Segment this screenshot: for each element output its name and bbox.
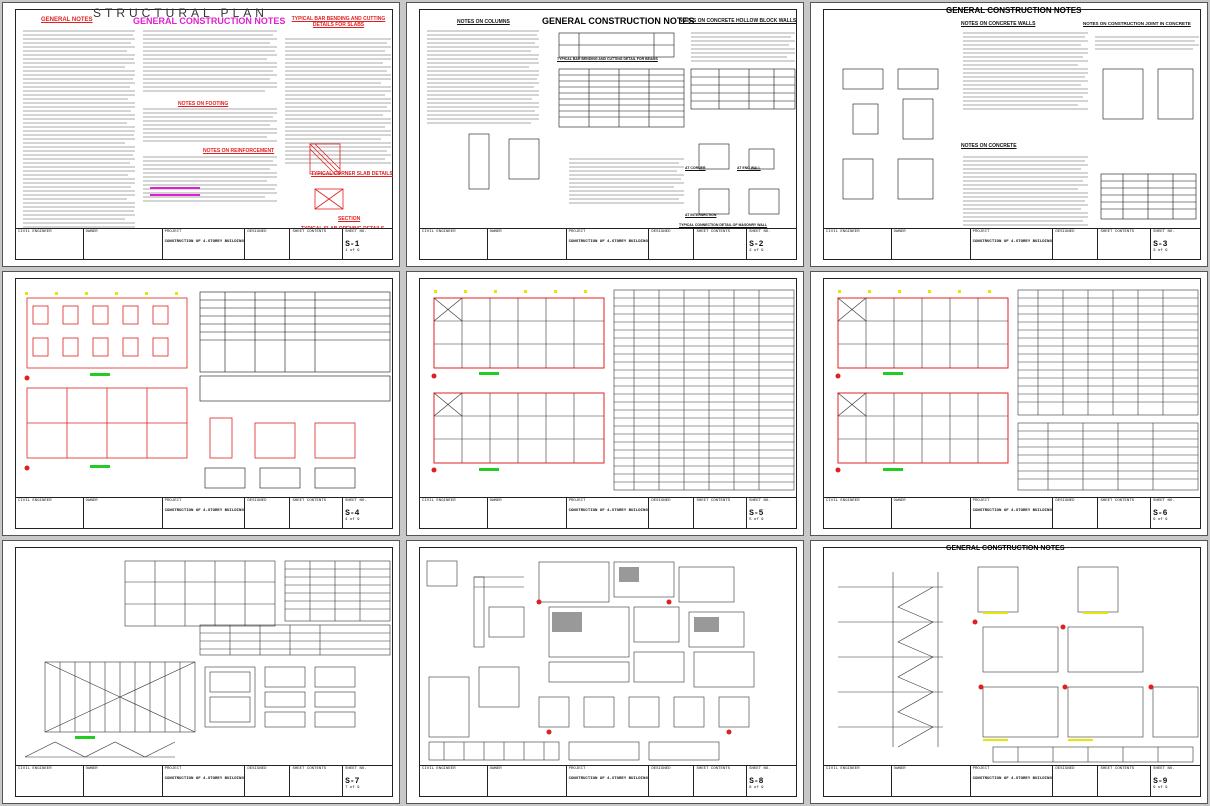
footing-notes-heading: NOTES ON FOOTING: [178, 101, 229, 107]
general-construction-notes-heading: GENERAL CONSTRUCTION NOTES: [133, 16, 286, 26]
framing-plan-art: [835, 289, 1199, 491]
masonry-connection-heading: TYPICAL CONNECTION DETAIL OF MASONRY WAL…: [679, 223, 768, 227]
beam-bending-heading: TYPICAL BAR BENDING AND CUTTING DETAIL F…: [557, 57, 658, 61]
project-name: CONSTRUCTION OF 4-STOREY BUILDING: [972, 509, 1052, 513]
sheet-number: S-6: [1153, 509, 1168, 518]
sheet-number: S-5: [749, 509, 764, 518]
sheet-number: S-9: [1153, 777, 1168, 786]
concrete-notes-heading: NOTES ON CONCRETE: [961, 143, 1017, 149]
sheet-number: S-1: [345, 240, 360, 249]
project-name: CONSTRUCTION OF 4-STOREY BUILDING: [568, 777, 648, 781]
sheet-number: S-4: [345, 509, 360, 518]
notes-text-art: [23, 30, 391, 228]
sheet-number: S-7: [345, 777, 360, 786]
reinforcement-notes-heading: NOTES ON REINFORCEMENT: [203, 148, 275, 154]
sheet-number: S-3: [1153, 240, 1168, 249]
roof-framing-art: [24, 560, 391, 758]
section-label: SECTION: [338, 216, 361, 222]
sheet-number: S-8: [749, 777, 764, 786]
sheet-s3[interactable]: GENERAL CONSTRUCTION NOTES NOTES ON CONC…: [810, 2, 1208, 267]
columns-notes-heading: NOTES ON COLUMNS: [457, 19, 510, 25]
corner-slab-heading: TYPICAL CORNER SLAB DETAILS: [311, 171, 393, 177]
sheet-number: S-2: [749, 240, 764, 249]
sheet-s9[interactable]: GENERAL CONSTRUCTION NOTES CIVIL ENGINEE…: [810, 540, 1208, 804]
project-name: CONSTRUCTION OF 4-STOREY BUILDING: [164, 509, 244, 513]
project-name: CONSTRUCTION OF 4-STOREY BUILDING: [972, 777, 1052, 781]
general-notes-heading: GENERAL NOTES: [41, 17, 93, 23]
project-name: CONSTRUCTION OF 4-STOREY BUILDING: [972, 240, 1052, 244]
notes-and-details-art: [427, 30, 796, 215]
structural-details-art: [426, 560, 755, 761]
notes-and-details-art: [842, 32, 1199, 226]
stair-details-art: [838, 566, 1199, 763]
general-construction-notes-heading: GENERAL CONSTRUCTION NOTES: [946, 6, 1082, 15]
foundation-plan-art: [24, 291, 391, 489]
bar-bending-heading: TYPICAL BAR BENDING AND CUTTING DETAILS …: [291, 16, 386, 28]
hollow-block-notes-heading: NOTES ON CONCRETE HOLLOW BLOCK WALLS: [679, 18, 797, 24]
sheet-s1[interactable]: STRUCTURAL PLAN GENERAL CONSTRUCTION NOT…: [2, 2, 400, 267]
project-name: CONSTRUCTION OF 4-STOREY BUILDING: [164, 777, 244, 781]
project-name: CONSTRUCTION OF 4-STOREY BUILDING: [568, 509, 648, 513]
sheet-s2[interactable]: GENERAL CONSTRUCTION NOTES NOTES ON COLU…: [406, 2, 804, 267]
general-construction-notes-heading: GENERAL CONSTRUCTION NOTES: [946, 545, 1065, 552]
sheet-title: STRUCTURAL PLAN: [93, 6, 268, 20]
project-name: CONSTRUCTION OF 4-STOREY BUILDING: [164, 240, 244, 244]
at-intersection-label: AT INTERSECTION: [685, 213, 717, 217]
concrete-walls-notes-heading: NOTES ON CONCRETE WALLS: [961, 21, 1036, 27]
at-corner-label: AT CORNER: [685, 166, 706, 170]
framing-plan-art: [431, 289, 795, 491]
project-name: CONSTRUCTION OF 4-STOREY BUILDING: [568, 240, 648, 244]
construction-joint-notes-heading: NOTES ON CONSTRUCTION JOINT IN CONCRETE: [1083, 21, 1191, 26]
general-construction-notes-heading: GENERAL CONSTRUCTION NOTES: [542, 16, 695, 26]
